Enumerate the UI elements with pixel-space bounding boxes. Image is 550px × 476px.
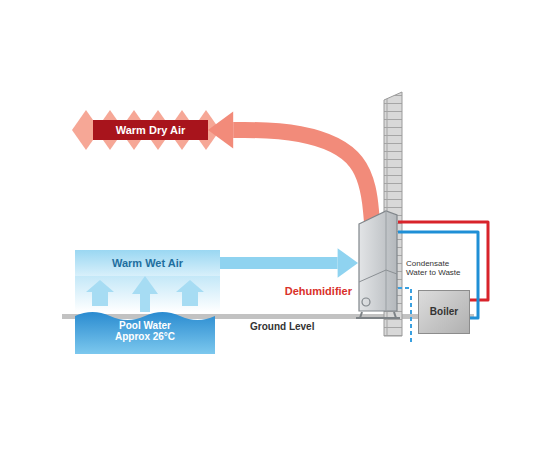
flow-pipe: [398, 222, 488, 300]
arrow-head: [132, 276, 158, 294]
note-label: Condensate Water to Waste: [406, 260, 472, 278]
castor-wheel: [362, 298, 370, 306]
boiler-box: Boiler: [418, 290, 470, 334]
connector-line: [233, 130, 372, 222]
wet-air-flow: [220, 248, 358, 278]
dehumidifier-shape: [358, 210, 398, 312]
condensate-drain: [398, 288, 411, 342]
node-text: Boiler: [430, 306, 458, 318]
connector-line: [140, 294, 150, 312]
dry-air-flow: [208, 112, 372, 222]
ground-line: [62, 314, 474, 319]
air-band: Warm Wet Air: [75, 250, 220, 276]
rising-air-arrow: [132, 276, 158, 312]
pool-water: [75, 312, 215, 354]
ground-label: Ground Level: [250, 321, 314, 332]
dry-air-chevrons: [72, 110, 220, 150]
node-text: Pool Water Approx 26°C: [103, 320, 187, 343]
unit-stand: [356, 312, 400, 318]
dehumidifier-unit: Dehumidifier: [358, 210, 398, 312]
node-text: Warm Wet Air: [112, 257, 183, 270]
arrow-head: [338, 248, 358, 278]
connector-line: [220, 257, 338, 269]
node-text: Warm Dry Air: [116, 124, 185, 137]
casing-edge: [386, 211, 387, 311]
connector-line: [398, 222, 488, 300]
unit-label: Dehumidifier: [285, 285, 352, 298]
wet-air-zone: [75, 276, 220, 312]
arrow-head: [208, 112, 233, 149]
dehumidifier-casing: [359, 211, 397, 311]
casing-panel: [359, 270, 397, 282]
air-band: Warm Dry Air: [93, 120, 208, 140]
pool-shape: Pool Water Approx 26°C: [75, 308, 215, 354]
